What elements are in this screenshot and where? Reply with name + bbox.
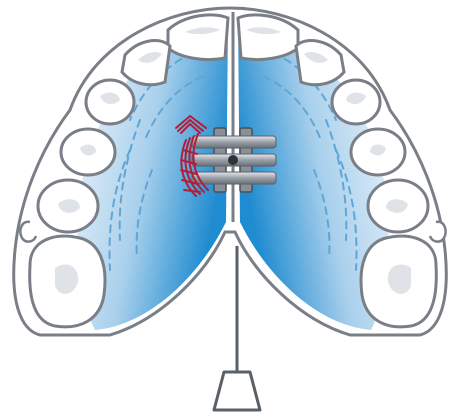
key-handle — [214, 372, 260, 410]
screw-bar-bottom — [192, 172, 276, 184]
expansion-screw — [192, 128, 276, 192]
screw-icon — [228, 155, 238, 165]
screw-bar-top — [192, 136, 276, 148]
key-icon — [214, 246, 260, 410]
